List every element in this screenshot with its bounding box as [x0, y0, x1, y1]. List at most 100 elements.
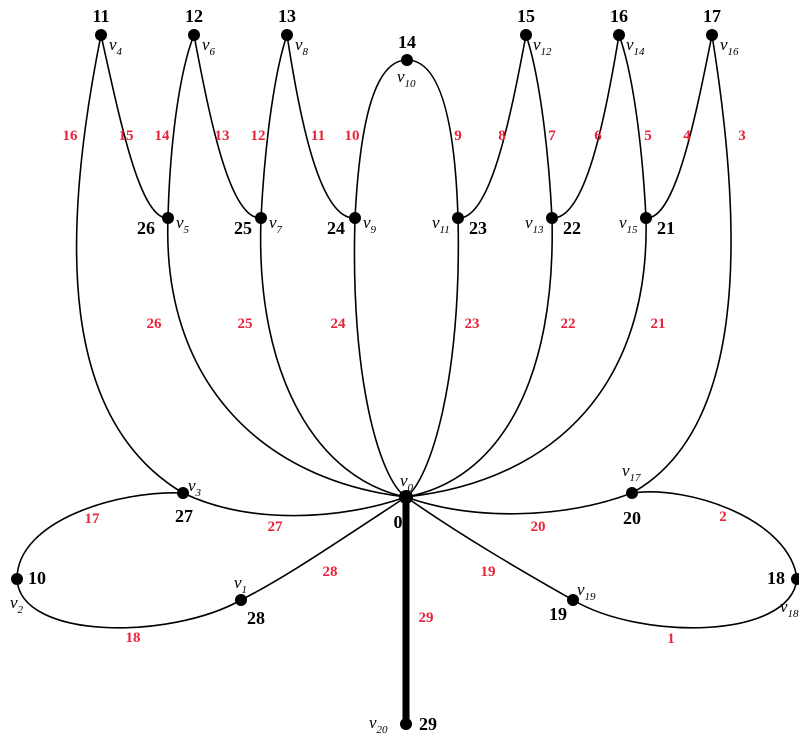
vertex-v1 [235, 594, 247, 606]
edge-label-v19-v0: 19 [481, 564, 496, 580]
edge-label-v8-v9: 11 [311, 128, 325, 144]
vertex-subscript: 8 [303, 46, 309, 58]
vertex-v9 [349, 212, 361, 224]
vertex-v8 [281, 29, 293, 41]
vertex-name-v1: v1 [234, 573, 247, 596]
edge-v17-v18 [631, 491, 798, 580]
vertex-subscript: 20 [377, 724, 389, 736]
vertex-v6 [188, 29, 200, 41]
vertex-name-v13: v13 [525, 213, 544, 236]
vertex-subscript: 17 [630, 472, 642, 484]
vertex-name-v11: v11 [432, 213, 450, 236]
edge-v6-v7 [193, 34, 262, 219]
vertex-v3 [177, 487, 189, 499]
edge-label-v15-v16: 4 [683, 128, 691, 144]
vertex-symbol: v [188, 476, 196, 495]
vertex-subscript: 19 [585, 591, 597, 603]
vertex-subscript: 13 [533, 224, 545, 236]
vertex-number-layer: 0 28 10 27 11 26 12 25 13 24 14 23 15 22 16 21 17 20 18 19 2… [28, 6, 785, 734]
vertex-number-v14: 16 [610, 6, 628, 26]
vertex-name-v17: v17 [622, 461, 641, 484]
vertex-number-v12: 15 [517, 6, 535, 26]
edge-v14-v15 [618, 34, 647, 219]
vertex-name-v18: v18 [780, 597, 799, 620]
vertex-subscript: 0 [408, 482, 414, 494]
vertex-name-v9: v9 [363, 213, 377, 236]
vertex-v19 [567, 594, 579, 606]
vertex-layer [11, 29, 799, 730]
vertex-subscript: 12 [541, 46, 553, 58]
edge-label-v9-v0: 24 [331, 316, 347, 332]
edge-label-v5-v0: 26 [147, 316, 163, 332]
edge-label-v12-v13: 7 [548, 128, 556, 144]
vertex-subscript: 14 [634, 46, 646, 58]
edge-label-v4-v5: 15 [119, 128, 134, 144]
vertex-v13 [546, 212, 558, 224]
edge-v9-v10 [354, 59, 408, 219]
edge-layer [16, 34, 798, 728]
vertex-name-v6: v6 [202, 35, 216, 58]
vertex-v11 [452, 212, 464, 224]
vertex-symbol: v [295, 35, 303, 54]
edge-v19-v0 [405, 496, 574, 601]
edge-v18-v19 [572, 578, 798, 629]
edge-v16-v17 [631, 34, 732, 494]
vertex-label-layer: v0v1v2v3v4v5v6v7v8v9v10v11v12v13v14v15v1… [10, 35, 799, 736]
vertex-name-v5: v5 [176, 213, 190, 236]
edge-label-v15-v0: 21 [651, 316, 666, 332]
vertex-number-v3: 27 [175, 506, 193, 526]
vertex-v15 [640, 212, 652, 224]
edge-label-v13-v0: 22 [561, 316, 576, 332]
edge-v4-v5 [100, 34, 169, 219]
vertex-v7 [255, 212, 267, 224]
vertex-v5 [162, 212, 174, 224]
vertex-symbol: v [109, 35, 117, 54]
vertex-subscript: 4 [117, 46, 123, 58]
vertex-number-v1: 28 [247, 608, 265, 628]
vertex-name-v12: v12 [533, 35, 552, 58]
vertex-symbol: v [369, 713, 377, 732]
vertex-number-v19: 19 [549, 604, 567, 624]
vertex-name-v4: v4 [109, 35, 123, 58]
vertex-name-v14: v14 [626, 35, 645, 58]
vertex-symbol: v [533, 35, 541, 54]
vertex-subscript: 10 [405, 78, 417, 90]
vertex-number-v0: 0 [394, 512, 403, 532]
vertex-name-v8: v8 [295, 35, 309, 58]
vertex-subscript: 7 [277, 224, 283, 236]
vertex-v0 [399, 490, 413, 504]
edge-label-v3-v4: 16 [63, 128, 79, 144]
edge-v11-v12 [457, 34, 527, 219]
edge-v2-v3 [16, 492, 184, 580]
vertex-number-v15: 21 [657, 218, 675, 238]
vertex-subscript: 18 [788, 608, 799, 620]
vertex-number-v7: 25 [234, 218, 252, 238]
vertex-subscript: 6 [210, 46, 216, 58]
vertex-symbol: v [577, 580, 585, 599]
edge-label-v17-v0: 20 [531, 519, 546, 535]
edge-v7-v8 [260, 34, 288, 219]
edge-label-v1-v2: 18 [126, 630, 141, 646]
vertex-number-v4: 11 [92, 6, 109, 26]
vertex-symbol: v [234, 573, 242, 592]
vertex-number-v2: 10 [28, 568, 46, 588]
edge-v5-v0 [167, 217, 407, 498]
vertex-symbol: v [400, 471, 408, 490]
vertex-name-v3: v3 [188, 476, 202, 499]
vertex-symbol: v [10, 593, 18, 612]
vertex-number-v16: 17 [703, 6, 721, 26]
edge-label-v11-v12: 8 [498, 128, 506, 144]
edge-v13-v14 [551, 34, 620, 219]
edge-label-v9-v10: 10 [345, 128, 360, 144]
edge-v3-v0 [182, 492, 407, 517]
edge-label-v11-v0: 23 [465, 316, 480, 332]
vertex-v16 [706, 29, 718, 41]
edge-v15-v0 [405, 217, 647, 498]
edge-label-v5-v6: 14 [155, 128, 171, 144]
vertex-name-v7: v7 [269, 213, 283, 236]
vertex-subscript: 15 [627, 224, 639, 236]
vertex-name-v10: v10 [397, 67, 416, 90]
vertex-symbol: v [626, 35, 634, 54]
